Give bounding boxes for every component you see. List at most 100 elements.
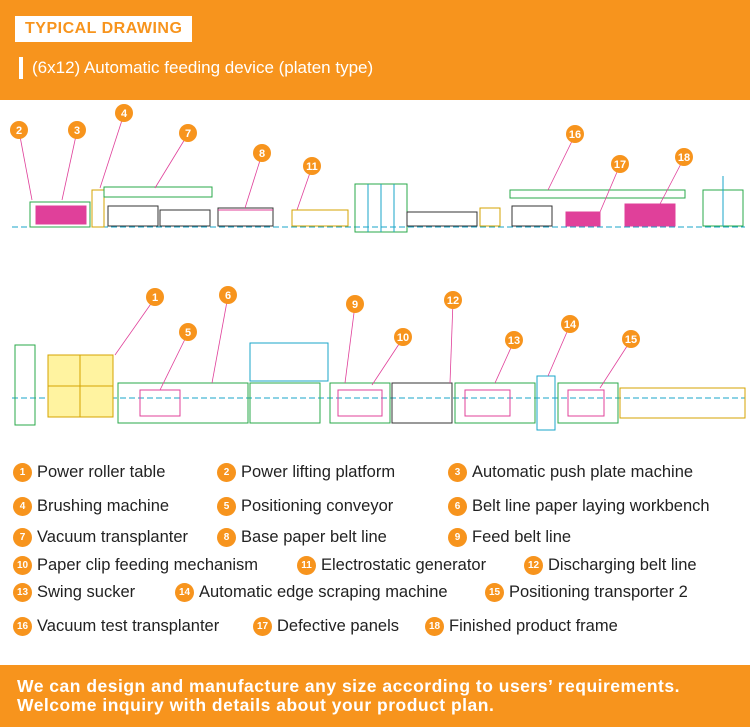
legend-item-17: 17 Defective panels: [253, 617, 399, 636]
legend-item-9: 9 Feed belt line: [448, 528, 571, 547]
drawing-subtitle: (6x12) Automatic feeding device (platen …: [32, 58, 374, 77]
legend-item-2: 2 Power lifting platform: [217, 463, 395, 482]
legend-number: 1: [13, 463, 32, 482]
legend-item-18: 18 Finished product frame: [425, 617, 618, 636]
legend-number: 11: [297, 556, 316, 575]
legend-item-3: 3 Automatic push plate machine: [448, 463, 693, 482]
legend-label: Vacuum test transplanter: [37, 617, 220, 635]
legend-number: 18: [425, 617, 444, 636]
legend-label: Defective panels: [277, 617, 399, 635]
legend-item-13: 13 Swing sucker: [13, 583, 135, 602]
legend-item-10: 10 Paper clip feeding mechanism: [13, 556, 258, 575]
callout-2: 2: [10, 121, 28, 139]
callout-5: 5: [179, 323, 197, 341]
callout-12: 12: [444, 291, 462, 309]
svg-text:9: 9: [352, 299, 358, 311]
callout-13: 13: [505, 331, 523, 349]
svg-text:11: 11: [306, 161, 318, 173]
legend-label: Swing sucker: [37, 583, 136, 601]
legend-number: 6: [448, 497, 467, 516]
legend-item-14: 14 Automatic edge scraping machine: [175, 583, 448, 602]
legend-label: Power lifting platform: [241, 463, 396, 481]
callout-14: 14: [561, 315, 579, 333]
top-leaders: [18, 113, 685, 213]
svg-text:5: 5: [185, 327, 191, 339]
svg-text:7: 7: [185, 128, 191, 140]
legend-label: Base paper belt line: [241, 528, 387, 546]
callout-10: 10: [394, 328, 412, 346]
legend-item-11: 11 Electrostatic generator: [297, 556, 486, 575]
svg-text:6: 6: [225, 290, 231, 302]
callout-18: 18: [675, 148, 693, 166]
footer-line-1: We can design and manufacture any size a…: [17, 676, 680, 696]
legend-number: 5: [217, 497, 236, 516]
footer-line-2: Welcome inquiry with details about your …: [17, 695, 495, 715]
svg-text:10: 10: [397, 332, 409, 344]
legend-number: 2: [217, 463, 236, 482]
svg-text:4: 4: [121, 108, 128, 120]
svg-text:16: 16: [569, 129, 581, 141]
svg-text:15: 15: [625, 334, 637, 346]
legend-item-8: 8 Base paper belt line: [217, 528, 387, 547]
svg-text:8: 8: [259, 148, 265, 160]
callout-6: 6: [219, 286, 237, 304]
callout-1: 1: [146, 288, 164, 306]
legend-number: 13: [13, 583, 32, 602]
legend-number: 4: [13, 497, 32, 516]
legend-item-5: 5 Positioning conveyor: [217, 497, 393, 516]
callout-11: 11: [303, 157, 321, 175]
legend-label: Vacuum transplanter: [37, 528, 189, 546]
legend-number: 7: [13, 528, 32, 547]
legend-number: 14: [175, 583, 194, 602]
legend: 1 Power roller table 2 Power lifting platf…: [0, 458, 750, 658]
legend-item-1: 1 Power roller table: [13, 463, 165, 482]
callout-8: 8: [253, 144, 271, 162]
svg-text:2: 2: [16, 125, 22, 137]
elevation-view: [12, 176, 745, 233]
legend-label: Automatic push plate machine: [472, 463, 694, 481]
callout-16: 16: [566, 125, 584, 143]
svg-text:3: 3: [74, 125, 80, 137]
legend-number: 9: [448, 528, 467, 547]
legend-number: 12: [524, 556, 543, 575]
legend-label: Belt line paper laying workbench: [472, 497, 710, 515]
legend-label: Electrostatic generator: [321, 556, 487, 574]
legend-label: Finished product frame: [449, 617, 618, 635]
legend-label: Automatic edge scraping machine: [199, 583, 448, 601]
callout-9: 9: [346, 295, 364, 313]
svg-text:1: 1: [152, 292, 158, 304]
svg-text:17: 17: [614, 159, 626, 171]
legend-label: Power roller table: [37, 463, 166, 481]
header-banner: TYPICAL DRAWING (6x12) Automatic feeding…: [0, 0, 750, 100]
legend-number: 15: [485, 583, 504, 602]
legend-number: 8: [217, 528, 236, 547]
svg-text:12: 12: [447, 295, 459, 307]
legend-item-12: 12 Discharging belt line: [524, 556, 697, 575]
legend-label: Positioning conveyor: [241, 497, 394, 515]
callout-7: 7: [179, 124, 197, 142]
legend-label: Brushing machine: [37, 497, 170, 515]
legend-item-7: 7 Vacuum transplanter: [13, 528, 188, 547]
callout-4: 4: [115, 104, 133, 122]
svg-text:18: 18: [678, 152, 690, 164]
legend-label: Feed belt line: [472, 528, 572, 546]
subtitle-accent-bar: [19, 57, 23, 79]
typical-drawing-badge: TYPICAL DRAWING: [15, 16, 193, 42]
legend-number: 3: [448, 463, 467, 482]
legend-label: Discharging belt line: [548, 556, 697, 574]
callout-17: 17: [611, 155, 629, 173]
layout-drawing: 2 3 4 7 8 11 16 17 18 1 6 5 9 10 12 13 1…: [10, 104, 746, 431]
legend-label: Paper clip feeding mechanism: [37, 556, 259, 574]
svg-text:14: 14: [564, 319, 577, 331]
plan-view: [12, 342, 746, 431]
legend-number: 17: [253, 617, 272, 636]
footer-banner: We can design and manufacture any size a…: [0, 665, 750, 727]
bottom-leaders: [114, 295, 632, 391]
legend-number: 10: [13, 556, 32, 575]
legend-item-4: 4 Brushing machine: [13, 497, 169, 516]
svg-text:13: 13: [508, 335, 520, 347]
callout-3: 3: [68, 121, 86, 139]
callout-15: 15: [622, 330, 640, 348]
